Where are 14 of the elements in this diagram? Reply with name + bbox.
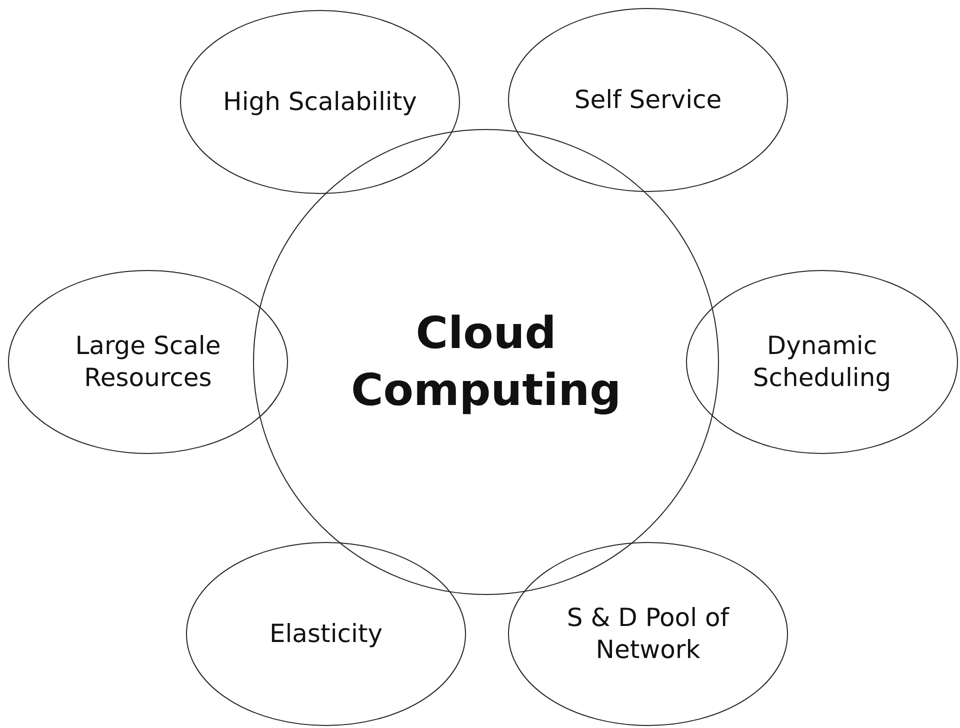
feature-bubble [8, 270, 288, 454]
feature-bubble [508, 542, 788, 726]
center-circle [253, 129, 719, 595]
feature-bubble [180, 10, 460, 194]
feature-bubble [508, 8, 788, 192]
bubble-label: Large Scale Resources [74, 330, 222, 394]
center-title: Cloud Computing [350, 306, 622, 418]
bubble-label: S & D Pool of Network [566, 602, 730, 666]
feature-bubble [686, 270, 958, 454]
bubble-label: Self Service [574, 84, 722, 116]
bubble-label: Dynamic Scheduling [752, 330, 892, 394]
bubble-label: Elasticity [269, 618, 383, 650]
bubble-label: High Scalability [223, 86, 417, 118]
feature-bubble [186, 542, 466, 726]
